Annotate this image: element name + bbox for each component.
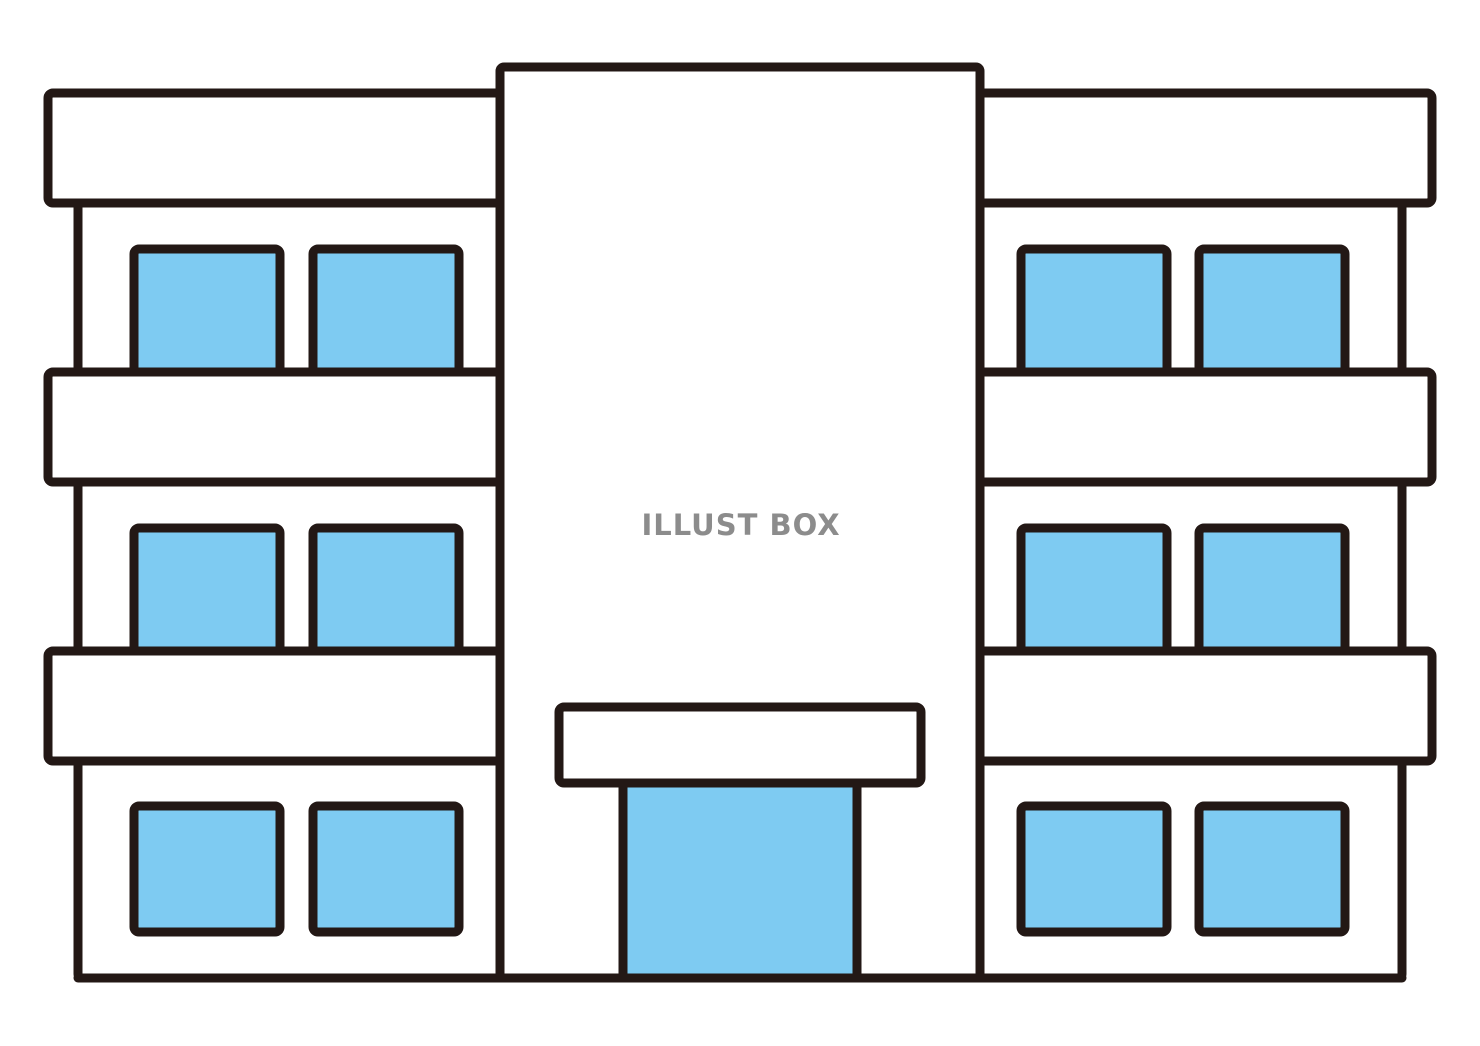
left-balcony-slab bbox=[43, 646, 513, 766]
window bbox=[1016, 244, 1172, 380]
entrance-canopy bbox=[554, 702, 926, 788]
window bbox=[308, 244, 464, 380]
entrance-door bbox=[618, 773, 862, 983]
window bbox=[1194, 523, 1350, 659]
window bbox=[1016, 523, 1172, 659]
window bbox=[308, 523, 464, 659]
right-balcony-slab bbox=[967, 646, 1437, 766]
right-roof-slab bbox=[967, 88, 1437, 208]
window bbox=[129, 523, 285, 659]
apartment-building bbox=[43, 62, 1437, 983]
window bbox=[308, 801, 464, 937]
right-balcony-slab bbox=[967, 367, 1437, 487]
window bbox=[129, 244, 285, 380]
watermark-text: ILLUST BOX bbox=[641, 508, 840, 542]
left-balcony-slab bbox=[43, 367, 513, 487]
window bbox=[129, 801, 285, 937]
window bbox=[1194, 244, 1350, 380]
window bbox=[1016, 801, 1172, 937]
left-roof-slab bbox=[43, 88, 513, 208]
window bbox=[1194, 801, 1350, 937]
